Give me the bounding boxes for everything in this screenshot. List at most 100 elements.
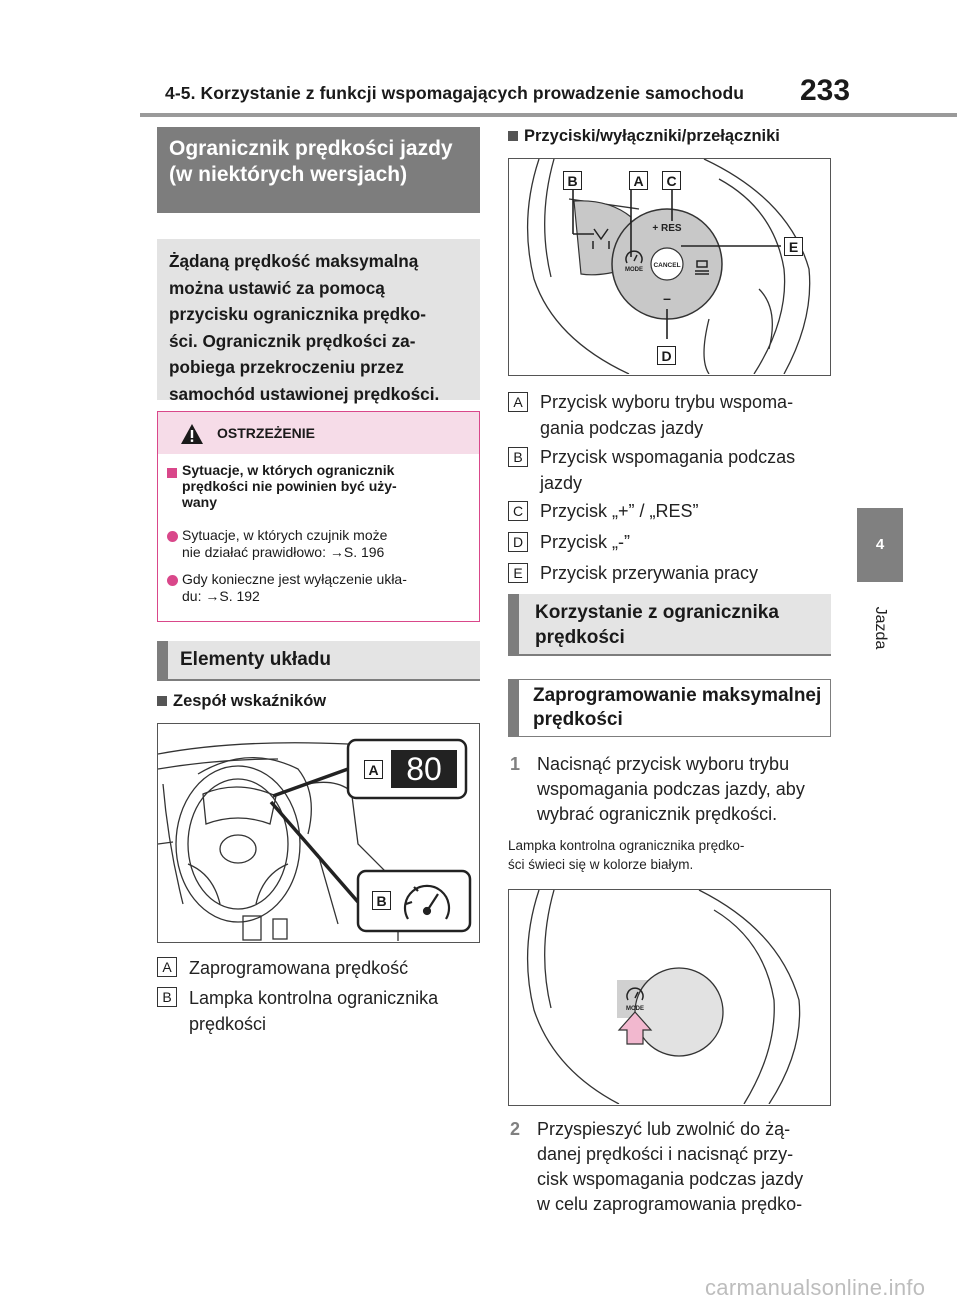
square-bullet-icon [157, 696, 167, 706]
running-header: 4-5. Korzystanie z funkcji wspomagającyc… [165, 83, 745, 103]
legend-text: Przycisk wyboru trybu wspoma- gania podc… [540, 389, 793, 441]
warning-item: Gdy konieczne jest wyłączenie ukła- du: … [182, 571, 472, 605]
legend-line: jazdy [540, 473, 583, 493]
square-bullet-icon [508, 131, 518, 141]
buttons-heading: Przyciski/wyłączniki/przełączniki [508, 127, 780, 146]
legend-item: A Przycisk wyboru trybu wspoma- gania po… [508, 389, 838, 444]
lane-assist-icon [592, 228, 610, 249]
dashboard-illustration: 80 [157, 738, 472, 941]
note-line: ści świeci się w kolorze białym. [508, 857, 694, 872]
figure-label-b: B [372, 891, 391, 910]
elements-heading: Elementy układu [157, 641, 480, 681]
intro-line: przycisku ogranicznika prędko- [169, 304, 426, 324]
mode-button-illustration: MODE [526, 889, 801, 1105]
step-line: Przyspieszyć lub zwolnić do żą- [537, 1119, 791, 1139]
legend-key: E [508, 563, 528, 583]
figure-label-a: A [629, 171, 648, 190]
steering-wheel-illustration: CANCEL + RES – MODE [526, 158, 811, 375]
step-number: 2 [510, 1119, 521, 1139]
warning-item-line: Sytuacje, w których czujnik może [182, 527, 388, 543]
cluster-legend: A Zaprogramowana prędkość B Lampka kontr… [157, 955, 487, 1041]
legend-line: prędkości [189, 1014, 267, 1034]
legend-key: B [157, 987, 177, 1007]
legend-item: D Przycisk „-” [508, 529, 838, 560]
warning-title: OSTRZEŻENIE [217, 425, 316, 441]
speedometer-small-icon [626, 987, 644, 1001]
mode-button-figure: MODE [508, 889, 831, 1106]
watermark: carmanualsonline.info [705, 1275, 926, 1300]
legend-item: B Lampka kontrolna ogranicznika prędkośc… [157, 985, 487, 1041]
intro-box: Żądaną prędkość maksymalną można ustawić… [157, 239, 480, 404]
cluster-heading-text: Zespół wskaźników [173, 692, 327, 710]
cluster-heading: Zespół wskaźników [157, 692, 326, 711]
warning-item-line: Gdy konieczne jest wyłączenie ukła- [182, 571, 407, 587]
bullet-dot-icon [167, 531, 178, 542]
warning-lead-line: wany [182, 494, 218, 510]
mode-label: MODE [626, 1006, 644, 1012]
header-rule [140, 113, 957, 117]
figure-label-e: E [784, 237, 803, 256]
bullet-dot-icon [167, 575, 178, 586]
res-label: + RES [652, 223, 682, 234]
warning-item: Sytuacje, w których czujnik może nie dzi… [182, 527, 472, 561]
step-number: 1 [510, 754, 521, 774]
usage-heading: Korzystanie z ogranicznika prędkości [508, 594, 831, 656]
press-arrow-icon [617, 1011, 653, 1045]
legend-text: Przycisk „+” / „RES” [540, 501, 699, 521]
legend-key: B [508, 447, 528, 467]
legend-key: C [508, 501, 528, 521]
distance-icon [695, 260, 709, 275]
steering-buttons-figure: CANCEL + RES – MODE B A C E D [508, 158, 831, 376]
warning-header [158, 412, 479, 454]
figure-label-a: A [364, 760, 383, 779]
warning-item-line: du: →S. 192 [182, 588, 260, 604]
program-heading: Zaprogramowanie maksymalnej prędkości [508, 679, 831, 737]
legend-line: Przycisk wyboru trybu wspoma- [540, 392, 794, 412]
intro-line: można ustawić za pomocą [169, 277, 385, 298]
intro-line: samochód ustawionej prędkości. [169, 383, 440, 404]
mode-label: MODE [625, 267, 643, 273]
legend-item: E Przycisk przerywania pracy [508, 560, 838, 591]
legend-item: A Zaprogramowana prędkość [157, 955, 487, 985]
warning-lead-line: prędkości nie powinien być uży- [182, 478, 397, 494]
step-line: wybrać ogranicznik prędkości. [537, 804, 778, 824]
legend-text: Przycisk wspomagania podczas jazdy [540, 444, 795, 496]
step-line: Nacisnąć przycisk wyboru trybu [537, 754, 790, 774]
legend-text: Przycisk przerywania pracy [540, 563, 759, 583]
cancel-label: CANCEL [653, 262, 680, 269]
cluster-figure: 80 A B [157, 723, 480, 943]
note-line: Lampka kontrolna ogranicznika prędko- [508, 838, 745, 853]
warning-item-line: nie działać prawidłowo: →S. 196 [182, 544, 385, 560]
legend-key: A [157, 957, 177, 977]
step-line: w celu zaprogramowania prędko- [537, 1194, 803, 1214]
speed-readout: 80 [406, 751, 442, 787]
chapter-label: Jazda [872, 606, 889, 650]
step-line: danej prędkości i nacisnąć przy- [537, 1144, 794, 1164]
page-number: 233 [800, 74, 851, 107]
buttons-heading-text: Przyciski/wyłączniki/przełączniki [524, 127, 780, 145]
intro-line: ści. Ogranicznik prędkości za- [169, 330, 416, 351]
figure-label-b: B [563, 171, 582, 190]
chapter-tab: 4 [857, 508, 903, 582]
legend-text: Przycisk „-” [540, 532, 630, 552]
figure-label-d: D [657, 346, 676, 365]
legend-text: Lampka kontrolna ogranicznika prędkości [189, 985, 438, 1037]
cancel-button [650, 247, 684, 281]
warning-icon [181, 424, 203, 444]
minus-label: – [663, 290, 671, 306]
legend-key: D [508, 532, 528, 552]
square-bullet-icon [167, 468, 177, 478]
warning-box: OSTRZEŻENIE Sytuacje, w których ogranicz… [157, 411, 480, 622]
legend-key: A [508, 392, 528, 412]
legend-item: C Przycisk „+” / „RES” [508, 498, 838, 529]
legend-item: B Przycisk wspomagania podczas jazdy [508, 444, 838, 498]
legend-line: Lampka kontrolna ogranicznika [189, 988, 439, 1008]
step-1: 1 Nacisnąć przycisk wyboru trybu wspomag… [510, 752, 840, 827]
speedometer-small-icon [625, 250, 643, 264]
intro-line: pobiega przekroczeniu przez [169, 357, 404, 377]
warning-lead: Sytuacje, w których ogranicznik prędkośc… [182, 462, 472, 510]
step-2: 2 Przyspieszyć lub zwolnić do żą- danej … [510, 1117, 840, 1217]
step-line: wspomagania podczas jazdy, aby [537, 779, 805, 799]
step-line: cisk wspomagania podczas jazdy [537, 1169, 804, 1189]
intro-line: Żądaną prędkość maksymalną [169, 251, 419, 271]
